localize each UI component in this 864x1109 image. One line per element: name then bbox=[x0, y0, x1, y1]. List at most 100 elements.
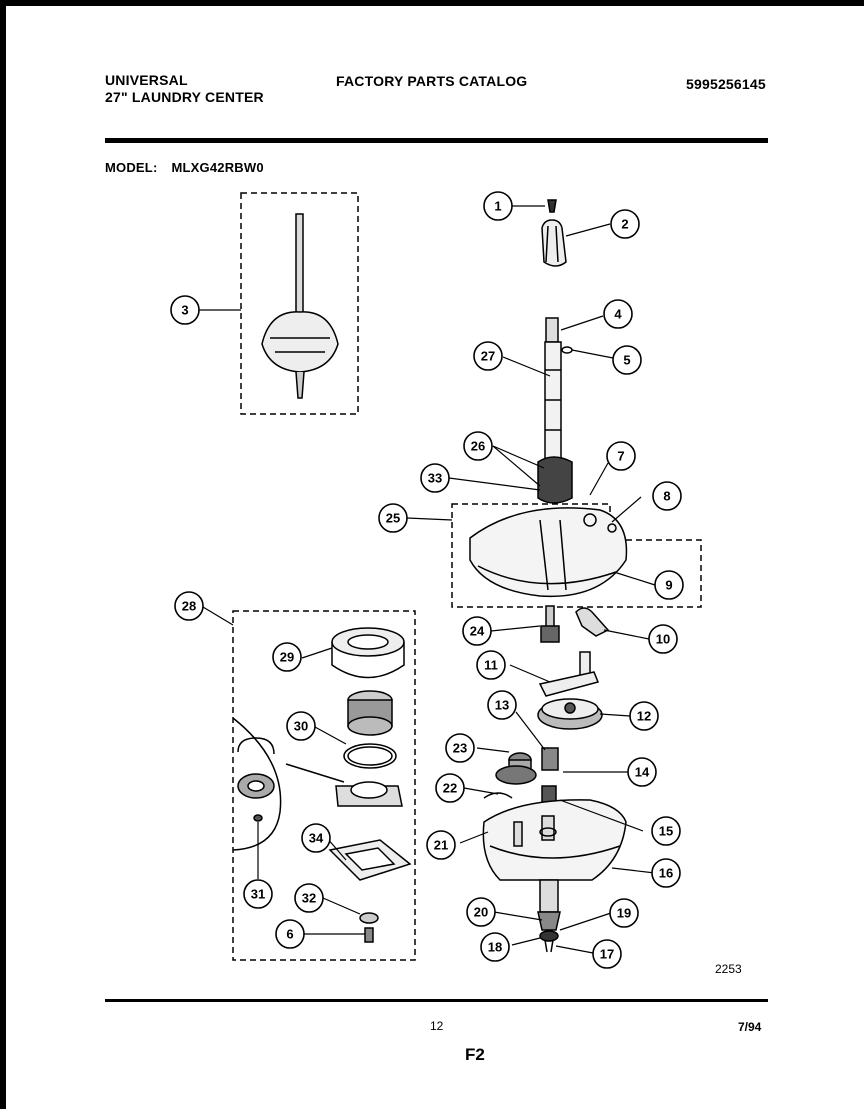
callout-label: 12 bbox=[637, 709, 651, 724]
callout-circle bbox=[476, 650, 506, 680]
callout-19: 19 bbox=[609, 898, 639, 928]
spline-cap-illustration bbox=[541, 199, 567, 267]
callout-label: 24 bbox=[470, 624, 485, 639]
callout-13: 13 bbox=[487, 690, 517, 720]
callout-5: 5 bbox=[612, 345, 642, 375]
callout-label: 10 bbox=[656, 632, 670, 647]
footer-rule bbox=[105, 999, 768, 1002]
callout-31: 31 bbox=[243, 879, 273, 909]
callout-circle bbox=[378, 503, 408, 533]
callout-circle bbox=[648, 624, 678, 654]
section-code: F2 bbox=[465, 1045, 485, 1064]
callout-34: 34 bbox=[301, 823, 331, 853]
callout-circle bbox=[286, 711, 316, 741]
callout-label: 29 bbox=[280, 650, 294, 665]
callout-12: 12 bbox=[629, 701, 659, 731]
callout-15: 15 bbox=[651, 816, 681, 846]
drive-gear-illustration bbox=[537, 698, 603, 730]
callout-circle bbox=[301, 823, 331, 853]
callout-label: 14 bbox=[635, 765, 650, 780]
callout-circle bbox=[466, 897, 496, 927]
callout-7: 7 bbox=[606, 441, 636, 471]
callout-1: 1 bbox=[483, 191, 513, 221]
callout-32: 32 bbox=[294, 883, 324, 913]
product-line: 27" LAUNDRY CENTER bbox=[105, 89, 264, 105]
callout-label: 31 bbox=[251, 887, 265, 902]
inset-circle-arc bbox=[232, 717, 282, 851]
callout-4: 4 bbox=[603, 299, 633, 329]
callout-label: 26 bbox=[471, 439, 485, 454]
callout-circle bbox=[610, 209, 640, 239]
callout-label: 28 bbox=[182, 599, 196, 614]
callout-label: 25 bbox=[386, 511, 400, 526]
callout-label: 1 bbox=[494, 199, 501, 214]
catalog-title: FACTORY PARTS CATALOG bbox=[336, 73, 528, 89]
callout-circle bbox=[652, 481, 682, 511]
callout-label: 8 bbox=[663, 489, 670, 504]
callout-label: 20 bbox=[474, 905, 488, 920]
callout-10: 10 bbox=[648, 624, 678, 654]
model-label: MODEL: bbox=[105, 160, 158, 175]
callout-30: 30 bbox=[286, 711, 316, 741]
callout-11: 11 bbox=[476, 650, 506, 680]
callout-6: 6 bbox=[275, 919, 305, 949]
callout-label: 5 bbox=[623, 353, 630, 368]
callout-circle bbox=[170, 295, 200, 325]
drawing-number: 2253 bbox=[715, 962, 742, 976]
callout-21: 21 bbox=[426, 830, 456, 860]
callout-circle bbox=[612, 345, 642, 375]
callout-circle bbox=[462, 616, 492, 646]
group-box-seal-kit bbox=[232, 610, 416, 961]
callout-label: 11 bbox=[484, 658, 498, 673]
callout-circle bbox=[272, 642, 302, 672]
callout-label: 7 bbox=[617, 449, 624, 464]
callout-circle bbox=[654, 570, 684, 600]
callout-circle bbox=[174, 591, 204, 621]
group-box-transmission-assembly bbox=[240, 192, 359, 415]
page-number: 12 bbox=[430, 1019, 444, 1033]
callout-label: 9 bbox=[665, 578, 672, 593]
callout-label: 4 bbox=[614, 307, 622, 322]
callout-circle bbox=[592, 939, 622, 969]
leader-lines bbox=[199, 205, 656, 954]
callout-24: 24 bbox=[462, 616, 492, 646]
callout-circle bbox=[629, 701, 659, 731]
gear-case-illustration bbox=[482, 799, 627, 881]
callout-33: 33 bbox=[420, 463, 450, 493]
callout-circle bbox=[435, 773, 465, 803]
brand-block: UNIVERSAL 27" LAUNDRY CENTER bbox=[105, 72, 264, 106]
brand-name: UNIVERSAL bbox=[105, 72, 188, 88]
output-shaft-illustration bbox=[537, 879, 561, 953]
gear-case-cover-illustration bbox=[469, 507, 628, 598]
callout-circle bbox=[606, 441, 636, 471]
catalog-part-number: 5995256145 bbox=[686, 76, 766, 92]
header-rule bbox=[105, 138, 768, 143]
group-box-gear-case-cover bbox=[451, 503, 702, 608]
seal-kit-parts-illustration bbox=[237, 627, 412, 943]
callout-circle bbox=[651, 858, 681, 888]
callout-circle bbox=[651, 816, 681, 846]
callout-29: 29 bbox=[272, 642, 302, 672]
callout-label: 13 bbox=[495, 698, 509, 713]
callout-label: 32 bbox=[302, 891, 316, 906]
callout-label: 27 bbox=[481, 349, 495, 364]
callout-20: 20 bbox=[466, 897, 496, 927]
callout-circle bbox=[603, 299, 633, 329]
callout-circle bbox=[487, 690, 517, 720]
shift-lever-illustration bbox=[538, 651, 600, 697]
callout-label: 18 bbox=[488, 940, 502, 955]
transmission-assembly-illustration bbox=[261, 213, 339, 399]
callout-label: 30 bbox=[294, 719, 308, 734]
callout-label: 16 bbox=[659, 866, 673, 881]
callout-9: 9 bbox=[654, 570, 684, 600]
callout-3: 3 bbox=[170, 295, 200, 325]
callout-14: 14 bbox=[627, 757, 657, 787]
callout-23: 23 bbox=[445, 733, 475, 763]
callout-label: 17 bbox=[600, 947, 614, 962]
callout-circle bbox=[420, 463, 450, 493]
callout-2: 2 bbox=[610, 209, 640, 239]
callout-22: 22 bbox=[435, 773, 465, 803]
small-gears-illustration bbox=[483, 747, 559, 815]
model-line: MODEL:MLXG42RBW0 bbox=[105, 160, 264, 175]
